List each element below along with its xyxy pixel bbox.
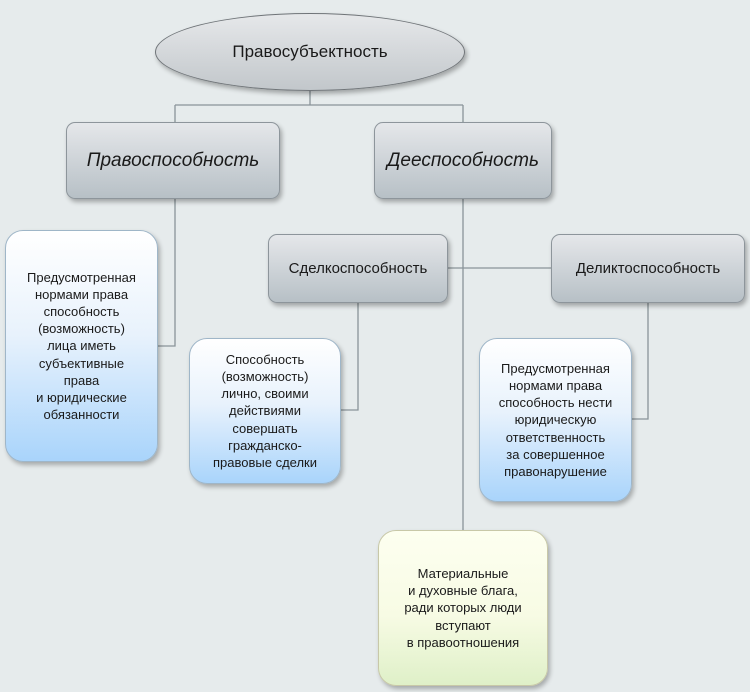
connector-legal-capacity-def xyxy=(158,199,176,347)
legal-capacity-node: Правоспособность xyxy=(66,122,280,199)
active-capacity-label: Дееспособность xyxy=(387,149,539,171)
transaction-capacity-definition-text: Способность (возможность) лично, своими … xyxy=(213,351,317,470)
benefits-text: Материальные и духовные блага, ради кото… xyxy=(404,566,522,650)
tort-capacity-node: Деликтоспособность xyxy=(551,234,745,303)
benefits-node: Материальные и духовные блага, ради кото… xyxy=(378,530,548,686)
connector-transaction-def xyxy=(341,303,359,411)
legal-capacity-label: Правоспособность xyxy=(86,149,260,171)
legal-capacity-definition-text: Предусмотренная нормами права способност… xyxy=(27,269,136,423)
tort-capacity-definition: Предусмотренная нормами права способност… xyxy=(479,338,632,502)
active-capacity-node: Дееспособность xyxy=(374,122,552,199)
transaction-capacity-label: Сделкоспособность xyxy=(288,260,428,277)
transaction-capacity-definition: Способность (возможность) лично, своими … xyxy=(189,338,341,484)
tort-capacity-label: Деликтоспособность xyxy=(575,260,721,277)
transaction-capacity-node: Сделкоспособность xyxy=(268,234,448,303)
root-node: Правосубъектность xyxy=(155,13,465,91)
legal-capacity-definition: Предусмотренная нормами права способност… xyxy=(5,230,158,462)
tort-capacity-definition-text: Предусмотренная нормами права способност… xyxy=(498,360,613,479)
connector-tort-def xyxy=(632,303,649,420)
root-label: Правосубъектность xyxy=(232,42,388,61)
